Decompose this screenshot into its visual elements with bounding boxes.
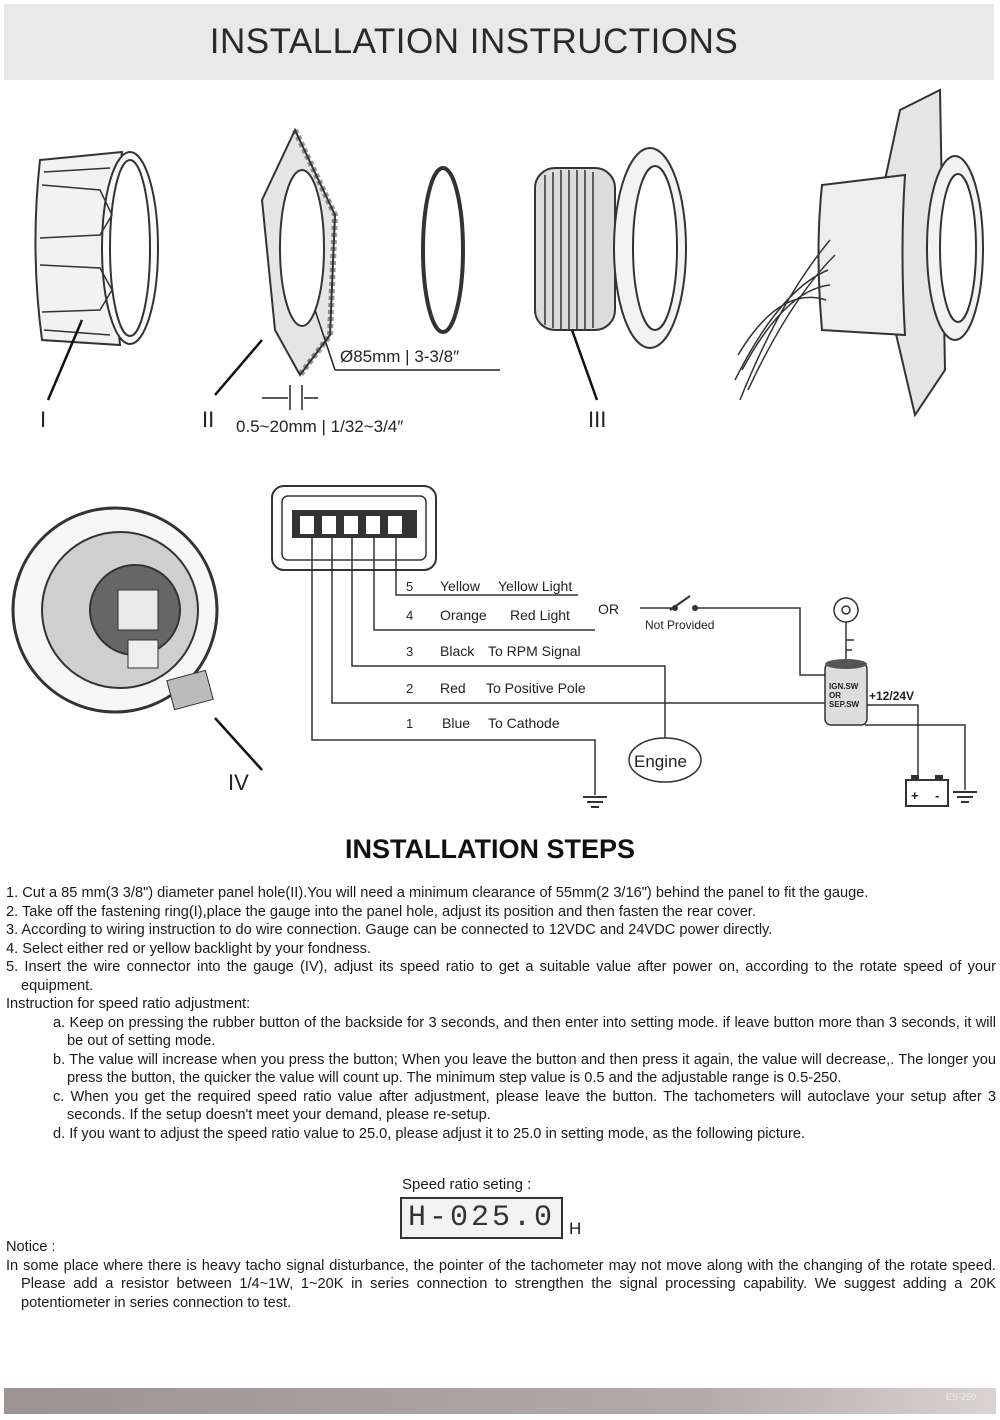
wire-4-desc: Red Light — [510, 607, 570, 623]
sub-step-d: d. If you want to adjust the speed ratio… — [53, 1125, 806, 1142]
wire-5-color: Yellow — [440, 578, 481, 594]
wire-5-desc: Yellow Light — [498, 578, 572, 594]
battery-minus: - — [935, 788, 939, 803]
speed-ratio-heading: Instruction for speed ratio adjustment: — [6, 996, 251, 1012]
label-part-iii: III — [588, 407, 606, 432]
assembled-gauge-illustration — [734, 88, 984, 418]
key-icon — [833, 597, 859, 660]
ignition-switch: IGN.SW OR SEP.SW — [824, 659, 868, 726]
hole-diameter-dimension: Ø85mm | 3-3/8″ — [340, 347, 459, 366]
wire-2-number: 2 — [406, 681, 413, 696]
label-part-i: I — [40, 407, 46, 432]
panel-thickness-dimension: 0.5~20mm | 1/32~3/4″ — [236, 417, 403, 436]
page-header: INSTALLATION INSTRUCTIONS — [4, 4, 994, 80]
voltage-label: +12/24V — [869, 689, 914, 703]
wire-1-desc: To Cathode — [488, 715, 560, 731]
notice-title: Notice : — [6, 1239, 56, 1255]
ign-label-1: IGN.SW — [829, 682, 859, 691]
wire-connector — [271, 485, 437, 571]
engine-node — [628, 737, 702, 783]
ign-label-2: OR — [829, 691, 841, 700]
step-5: 5. Insert the wire connector into the ga… — [6, 959, 996, 994]
step-2: 2. Take off the fastening ring(I),place … — [6, 903, 756, 920]
lcd-display: H-025.0 — [400, 1197, 564, 1239]
rear-cover-illustration — [534, 147, 687, 349]
sub-step-b: b. The value will increase when you pres… — [53, 1051, 996, 1087]
sub-step-a: a. Keep on pressing the rubber button of… — [53, 1014, 996, 1050]
lcd-unit: H — [569, 1219, 582, 1238]
wire-1-number: 1 — [406, 716, 413, 731]
ign-label-3: SEP.SW — [829, 700, 860, 709]
installation-steps: 1. Cut a 85 mm(3 3/8") diameter panel ho… — [6, 884, 996, 1143]
step-4: 4. Select either red or yellow backlight… — [6, 940, 372, 957]
o-ring-illustration — [421, 166, 465, 334]
battery-icon: + - — [905, 775, 949, 807]
wire-3-desc: To RPM Signal — [488, 643, 581, 659]
step-1: 1. Cut a 85 mm(3 3/8") diameter panel ho… — [6, 885, 869, 901]
wiring-lines — [311, 538, 966, 795]
footer-code: ES-250 — [945, 1392, 976, 1402]
notice-body: In some place where there is heavy tacho… — [6, 1257, 996, 1311]
arrow-part-ii — [214, 339, 263, 396]
wire-2-desc: To Positive Pole — [486, 680, 586, 696]
fastening-ring-illustration — [34, 150, 159, 347]
wire-2-color: Red — [440, 680, 466, 696]
wire-5-number: 5 — [406, 579, 413, 594]
arrow-part-iv — [214, 717, 263, 771]
label-part-ii: II — [202, 407, 214, 432]
speed-ratio-label: Speed ratio seting : — [402, 1176, 532, 1193]
wire-4-number: 4 — [406, 608, 413, 623]
wire-3-number: 3 — [406, 644, 413, 659]
step-3: 3. According to wiring instruction to do… — [6, 922, 773, 938]
switch-not-provided-label: Not Provided — [645, 618, 714, 632]
wire-1-color: Blue — [442, 715, 470, 731]
arrow-part-i — [46, 319, 84, 401]
arrow-part-iii — [570, 329, 599, 401]
label-part-iv: IV — [228, 770, 249, 795]
page-title: INSTALLATION INSTRUCTIONS — [209, 22, 739, 61]
sub-step-c: c. When you get the required speed ratio… — [53, 1088, 996, 1124]
page-footer: ES-250 — [4, 1388, 996, 1414]
wire-labels: 5 Yellow Yellow Light 4 Orange Red Light… — [406, 578, 586, 731]
or-label: OR — [598, 601, 619, 617]
battery-plus: + — [911, 788, 919, 803]
wire-3-color: Black — [440, 643, 475, 659]
engine-label: Engine — [634, 752, 687, 771]
notice-section: Notice : In some place where there is he… — [6, 1238, 996, 1312]
installation-steps-title: INSTALLATION STEPS — [345, 834, 635, 864]
gauge-back-detail — [11, 506, 219, 714]
wire-4-color: Orange — [440, 607, 487, 623]
installation-diagram: I II 0.5~20mm | 1/32~3/4″ Ø85mm | 3-3/8″… — [11, 88, 984, 808]
